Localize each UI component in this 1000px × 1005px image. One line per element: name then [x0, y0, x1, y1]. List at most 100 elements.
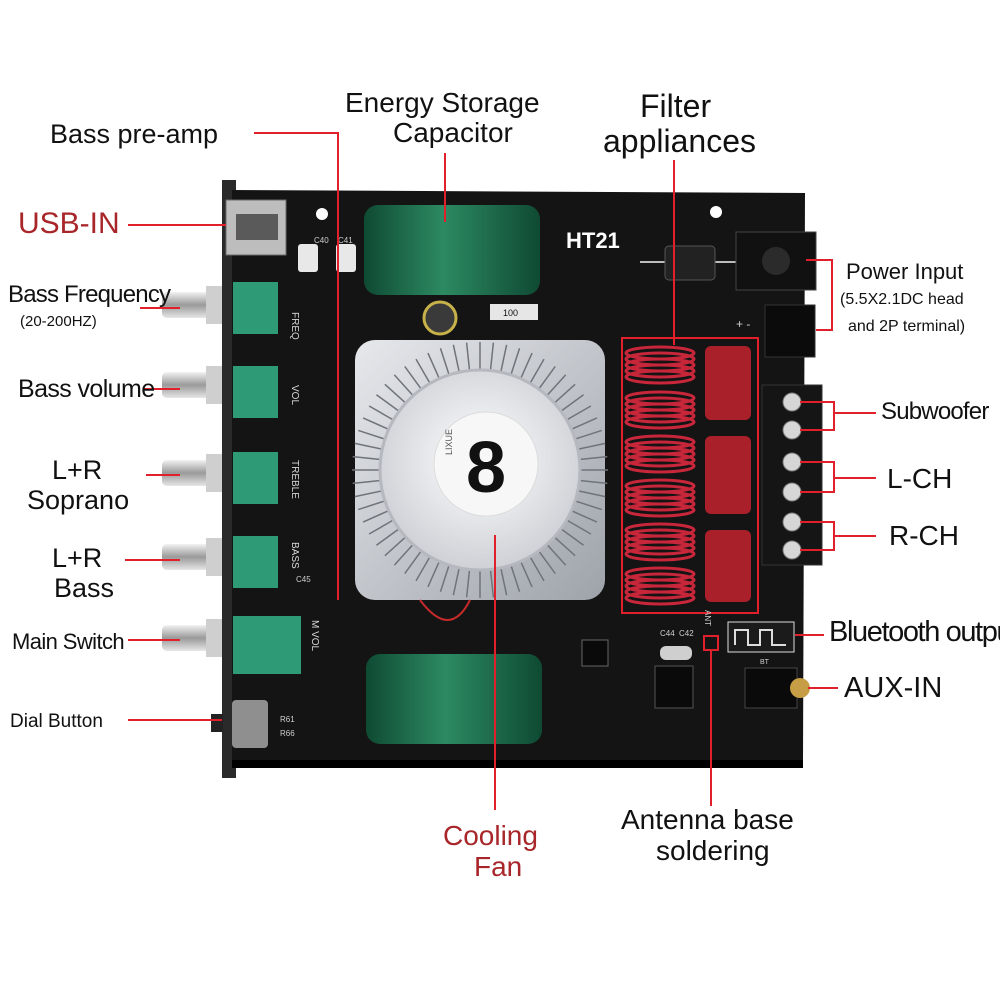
heatsink-fin: [510, 564, 521, 592]
inductor-coil: [624, 458, 696, 474]
heatsink-fin: [500, 567, 508, 596]
knob-bass: [162, 536, 278, 588]
terminal-2p: [764, 304, 816, 358]
film-cap-2: [705, 436, 751, 514]
terminal-screw: [782, 482, 802, 502]
label-power-input-sub1: (5.5X2.1DC head: [840, 291, 964, 308]
terminal-screw: [782, 452, 802, 472]
storage-capacitor-bottom: [366, 654, 542, 744]
aux-hole: [790, 678, 810, 698]
heatsink-fin: [560, 528, 584, 546]
inductor-coil: [624, 414, 696, 430]
heatsink-fin: [553, 536, 576, 557]
heatsink-fin: [566, 405, 592, 421]
label-l-ch: L-CH: [887, 463, 953, 494]
silk-ant: ANT: [703, 610, 712, 626]
silk-plus-minus: + -: [736, 317, 750, 331]
heatsink-fin: [384, 536, 407, 557]
dc-jack-hole: [762, 247, 790, 275]
silk-mvol: M VOL: [309, 620, 320, 652]
dial-button: [211, 700, 268, 748]
label-lr-bass-2: Bass: [54, 573, 115, 603]
heatsink-fin: [452, 567, 460, 596]
label-bass-preamp: Bass pre-amp: [50, 119, 219, 149]
terminal-screw: [782, 392, 802, 412]
heatsink-fin: [368, 519, 394, 535]
knob-bass-frequency: [162, 282, 278, 334]
heatsink-fin: [579, 455, 608, 461]
label-aux-in: AUX-IN: [844, 672, 943, 704]
heatsink-fin: [452, 344, 460, 373]
silk-c41: C41: [338, 236, 353, 245]
heatsink-fin: [368, 405, 394, 421]
label-subwoofer: Subwoofer: [881, 398, 989, 425]
fan-logo: 8: [466, 428, 506, 508]
label-bass-volume: Bass volume: [18, 375, 155, 403]
inductor-coil: [624, 590, 696, 606]
bt-chip: [654, 665, 694, 709]
heatsink-fin: [577, 442, 606, 450]
heatsink-fin: [439, 348, 450, 376]
inductor-coil: [624, 363, 696, 379]
leader-lines: [125, 132, 876, 810]
label-bluetooth-output: Bluetooth output: [829, 616, 1000, 648]
label-bass-frequency: Bass Frequency: [8, 281, 171, 308]
heatsink-fin: [362, 417, 389, 431]
heatsink-fin: [376, 528, 400, 546]
terminal-screw: [782, 420, 802, 440]
heatsink-fin: [427, 561, 441, 588]
silk-vol: VOL: [289, 385, 300, 405]
heatsink-fin: [465, 342, 471, 371]
small-cap-1: [298, 244, 318, 272]
label-dial-button: Dial Button: [10, 711, 103, 732]
small-cap-3: [422, 300, 458, 336]
heatsink-fin: [354, 442, 383, 450]
heatsink-fin: [566, 519, 592, 535]
silk-treble: TREBLE: [289, 460, 300, 499]
heatsink-fin: [553, 383, 576, 404]
heatsink-fin: [519, 561, 533, 588]
resistor-100: [490, 304, 538, 320]
aux-jack: [744, 667, 798, 709]
regulator: [581, 639, 609, 667]
diode: [640, 245, 740, 281]
label-r-ch: R-CH: [889, 520, 959, 551]
heatsink-fin: [574, 429, 602, 440]
knob-soprano: [162, 452, 278, 504]
heatsink-fin: [358, 500, 386, 511]
heatsink-fin: [384, 383, 407, 404]
silk-c45: C45: [296, 575, 311, 584]
heatsink-fin: [529, 556, 545, 582]
silk-r61: R61: [280, 715, 295, 724]
storage-capacitor-top: [364, 205, 540, 295]
label-usb-in: USB-IN: [18, 207, 120, 240]
bt-antenna-trace: [734, 629, 786, 646]
silk-c40: C40: [314, 236, 329, 245]
filter-box: [621, 337, 759, 614]
heatsink-fin: [427, 352, 441, 379]
label-cooling-2: Fan: [474, 851, 523, 882]
label-energy-storage-1: Energy Storage: [345, 87, 540, 118]
silk-bass: BASS: [289, 542, 300, 569]
board-model: HT21: [566, 228, 620, 253]
silk-c44: C44: [660, 629, 675, 638]
heatsink-fin: [579, 479, 608, 485]
film-cap-1: [705, 346, 751, 420]
label-lr-bass-1: L+R: [52, 543, 103, 573]
heatsink-fin: [546, 374, 567, 397]
heatsink-fin: [489, 569, 495, 598]
heatsink-fin: [362, 509, 389, 523]
label-main-switch: Main Switch: [12, 629, 125, 654]
inductor-coil: [624, 369, 696, 385]
heatsink-fin: [571, 417, 598, 431]
inductors: [624, 345, 696, 606]
mount-hole-2: [710, 206, 722, 218]
heatsink-fin: [393, 543, 414, 566]
dc-jack: [735, 231, 817, 291]
label-power-input-sub2: and 2P terminal): [848, 318, 966, 335]
film-cap-3: [705, 530, 751, 602]
inductor-coil: [624, 452, 696, 468]
heatsink-fin: [352, 479, 381, 485]
